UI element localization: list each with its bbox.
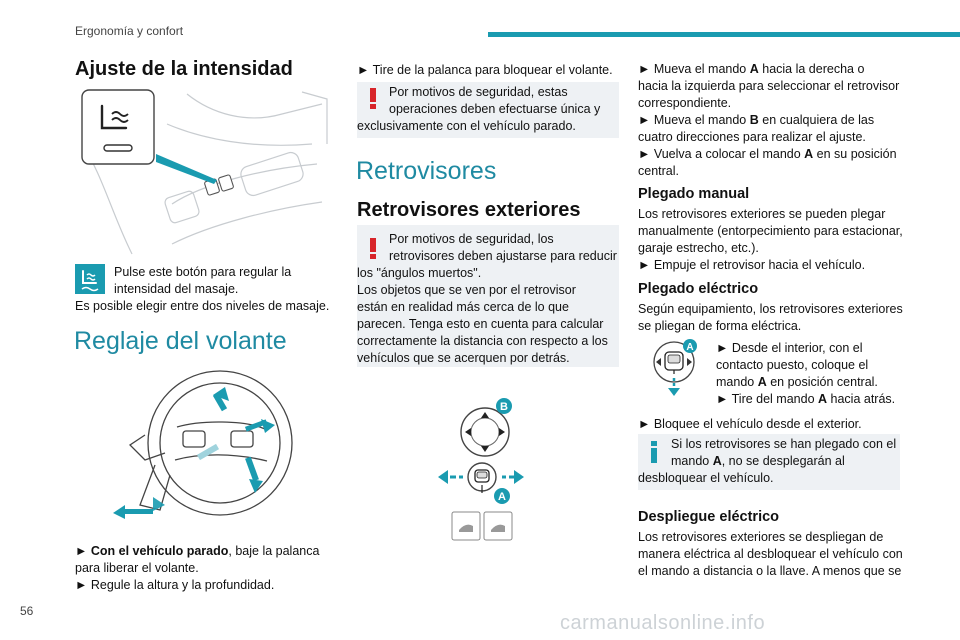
section-title-manual-folding: Plegado manual <box>638 186 750 202</box>
unfold-line1: Los retrovisores exteriores se despliega… <box>638 530 884 544</box>
fold-step1: ► Desde el interior, con el <box>716 341 863 355</box>
manual-line3: garaje estrecho, etc.). <box>638 241 759 255</box>
warning2-line2: retrovisores deben ajustarse para reduci… <box>389 249 617 263</box>
control-a: A <box>438 462 524 504</box>
mirror-control-illustration: B A <box>438 398 524 541</box>
info-icon <box>651 441 657 463</box>
fold-control-icon: A <box>653 339 697 396</box>
info-box <box>638 434 900 490</box>
massage-button-icon <box>81 89 155 165</box>
label-a: A <box>686 342 693 353</box>
mirror-buttons <box>451 511 513 541</box>
mirror-step2-line2: cuatro direcciones para realizar el ajus… <box>638 130 866 144</box>
unfold-line3: el mando a distancia o la llave. A menos… <box>638 564 902 578</box>
info-line3: desbloquear el vehículo. <box>638 471 774 485</box>
label-a: A <box>498 491 506 503</box>
manual-line4: ► Empuje el retrovisor hacia el vehículo… <box>638 258 866 272</box>
warning2-line3: los "ángulos muertos". <box>357 266 482 280</box>
lock-wheel-step: ► Tire de la palanca para bloquear el vo… <box>357 63 613 77</box>
fold-step1-line2: contacto puesto, coloque el <box>716 358 869 372</box>
mirror-step2: ► Mueva el mando B en cualquiera de las <box>638 113 875 127</box>
electric-line2: se pliegan de forma eléctrica. <box>638 319 802 333</box>
section-title-exterior-mirrors: Retrovisores exteriores <box>357 199 581 221</box>
steering-step2: ► Regule la altura y la profundidad. <box>75 578 275 592</box>
section-title-intensity: Ajuste de la intensidad <box>75 58 293 80</box>
fold-step1-line3: mando A en posición central. <box>716 375 878 389</box>
control-b: B <box>460 398 512 457</box>
massage-text-line1: Pulse este botón para regular la <box>114 265 292 279</box>
manual-line2: manualmente (entorpecimiento para estaci… <box>638 224 903 238</box>
mirror-step3: ► Vuelva a colocar el mando A en su posi… <box>638 147 897 161</box>
manual-line1: Los retrovisores exteriores se pueden pl… <box>638 207 886 221</box>
warning2-line1: Por motivos de seguridad, los <box>389 232 554 246</box>
seat-massage-illustration <box>81 89 328 255</box>
warning1-line2: operaciones deben efectuarse única y <box>389 102 601 116</box>
mirror-step1-line3: correspondiente. <box>638 96 732 110</box>
warning2-line4: Los objetos que se ven por el retrovisor <box>357 283 576 297</box>
header-accent-bar <box>488 32 960 37</box>
steering-step1: ► Con el vehículo parado, baje la palanc… <box>75 544 320 558</box>
warning-box-2 <box>357 225 619 367</box>
warning2-line8: vehículos que se acerquen por detrás. <box>357 351 570 365</box>
fold-step2: ► Tire del mando A hacia atrás. <box>716 392 896 406</box>
warning2-line5: están en realidad más cerca de lo que <box>357 300 569 314</box>
running-header: Ergonomía y confort <box>75 24 184 38</box>
warning-exclamation-icon <box>370 88 376 109</box>
warning-box-1 <box>357 82 619 138</box>
massage-text-line3: Es posible elegir entre dos niveles de m… <box>75 299 330 313</box>
section-title-mirrors: Retrovisores <box>356 157 497 185</box>
warning1-line3: exclusivamente con el vehículo parado. <box>357 119 576 133</box>
info-line1: Si los retrovisores se han plegado con e… <box>671 437 897 451</box>
warning1-line1: Por motivos de seguridad, estas <box>389 85 568 99</box>
warning2-line7: correctamente la distancia con respecto … <box>357 334 608 348</box>
steering-wheel-illustration <box>113 370 293 519</box>
lock-exterior-step: ► Bloquee el vehículo desde el exterior. <box>638 417 862 431</box>
info-line2: mando A, no se desplegarán al <box>671 454 845 468</box>
section-title-electric-unfolding: Despliegue eléctrico <box>638 509 780 525</box>
label-b: B <box>500 401 508 413</box>
mirror-step1-line2: hacia la izquierda para seleccionar el r… <box>638 79 900 93</box>
mirror-step3-line2: central. <box>638 164 679 178</box>
unfold-line2: manera eléctrica al desbloquear el vehíc… <box>638 547 903 561</box>
mirror-step1: ► Mueva el mando A hacia la derecha o <box>638 62 865 76</box>
section-title-electric-folding: Plegado eléctrico <box>638 281 759 297</box>
section-title-steering: Reglaje del volante <box>74 327 287 355</box>
warning2-line6: parecen. Tenga esto en cuenta para calcu… <box>357 317 604 331</box>
page-number: 56 <box>20 604 34 618</box>
electric-line1: Según equipamiento, los retrovisores ext… <box>638 302 903 316</box>
warning-exclamation-icon <box>370 238 376 259</box>
watermark: carmanualsonline.info <box>560 612 766 634</box>
massage-text-line2: intensidad del masaje. <box>114 282 239 296</box>
massage-icon <box>75 264 105 294</box>
steering-step1-line2: para liberar el volante. <box>75 561 199 575</box>
